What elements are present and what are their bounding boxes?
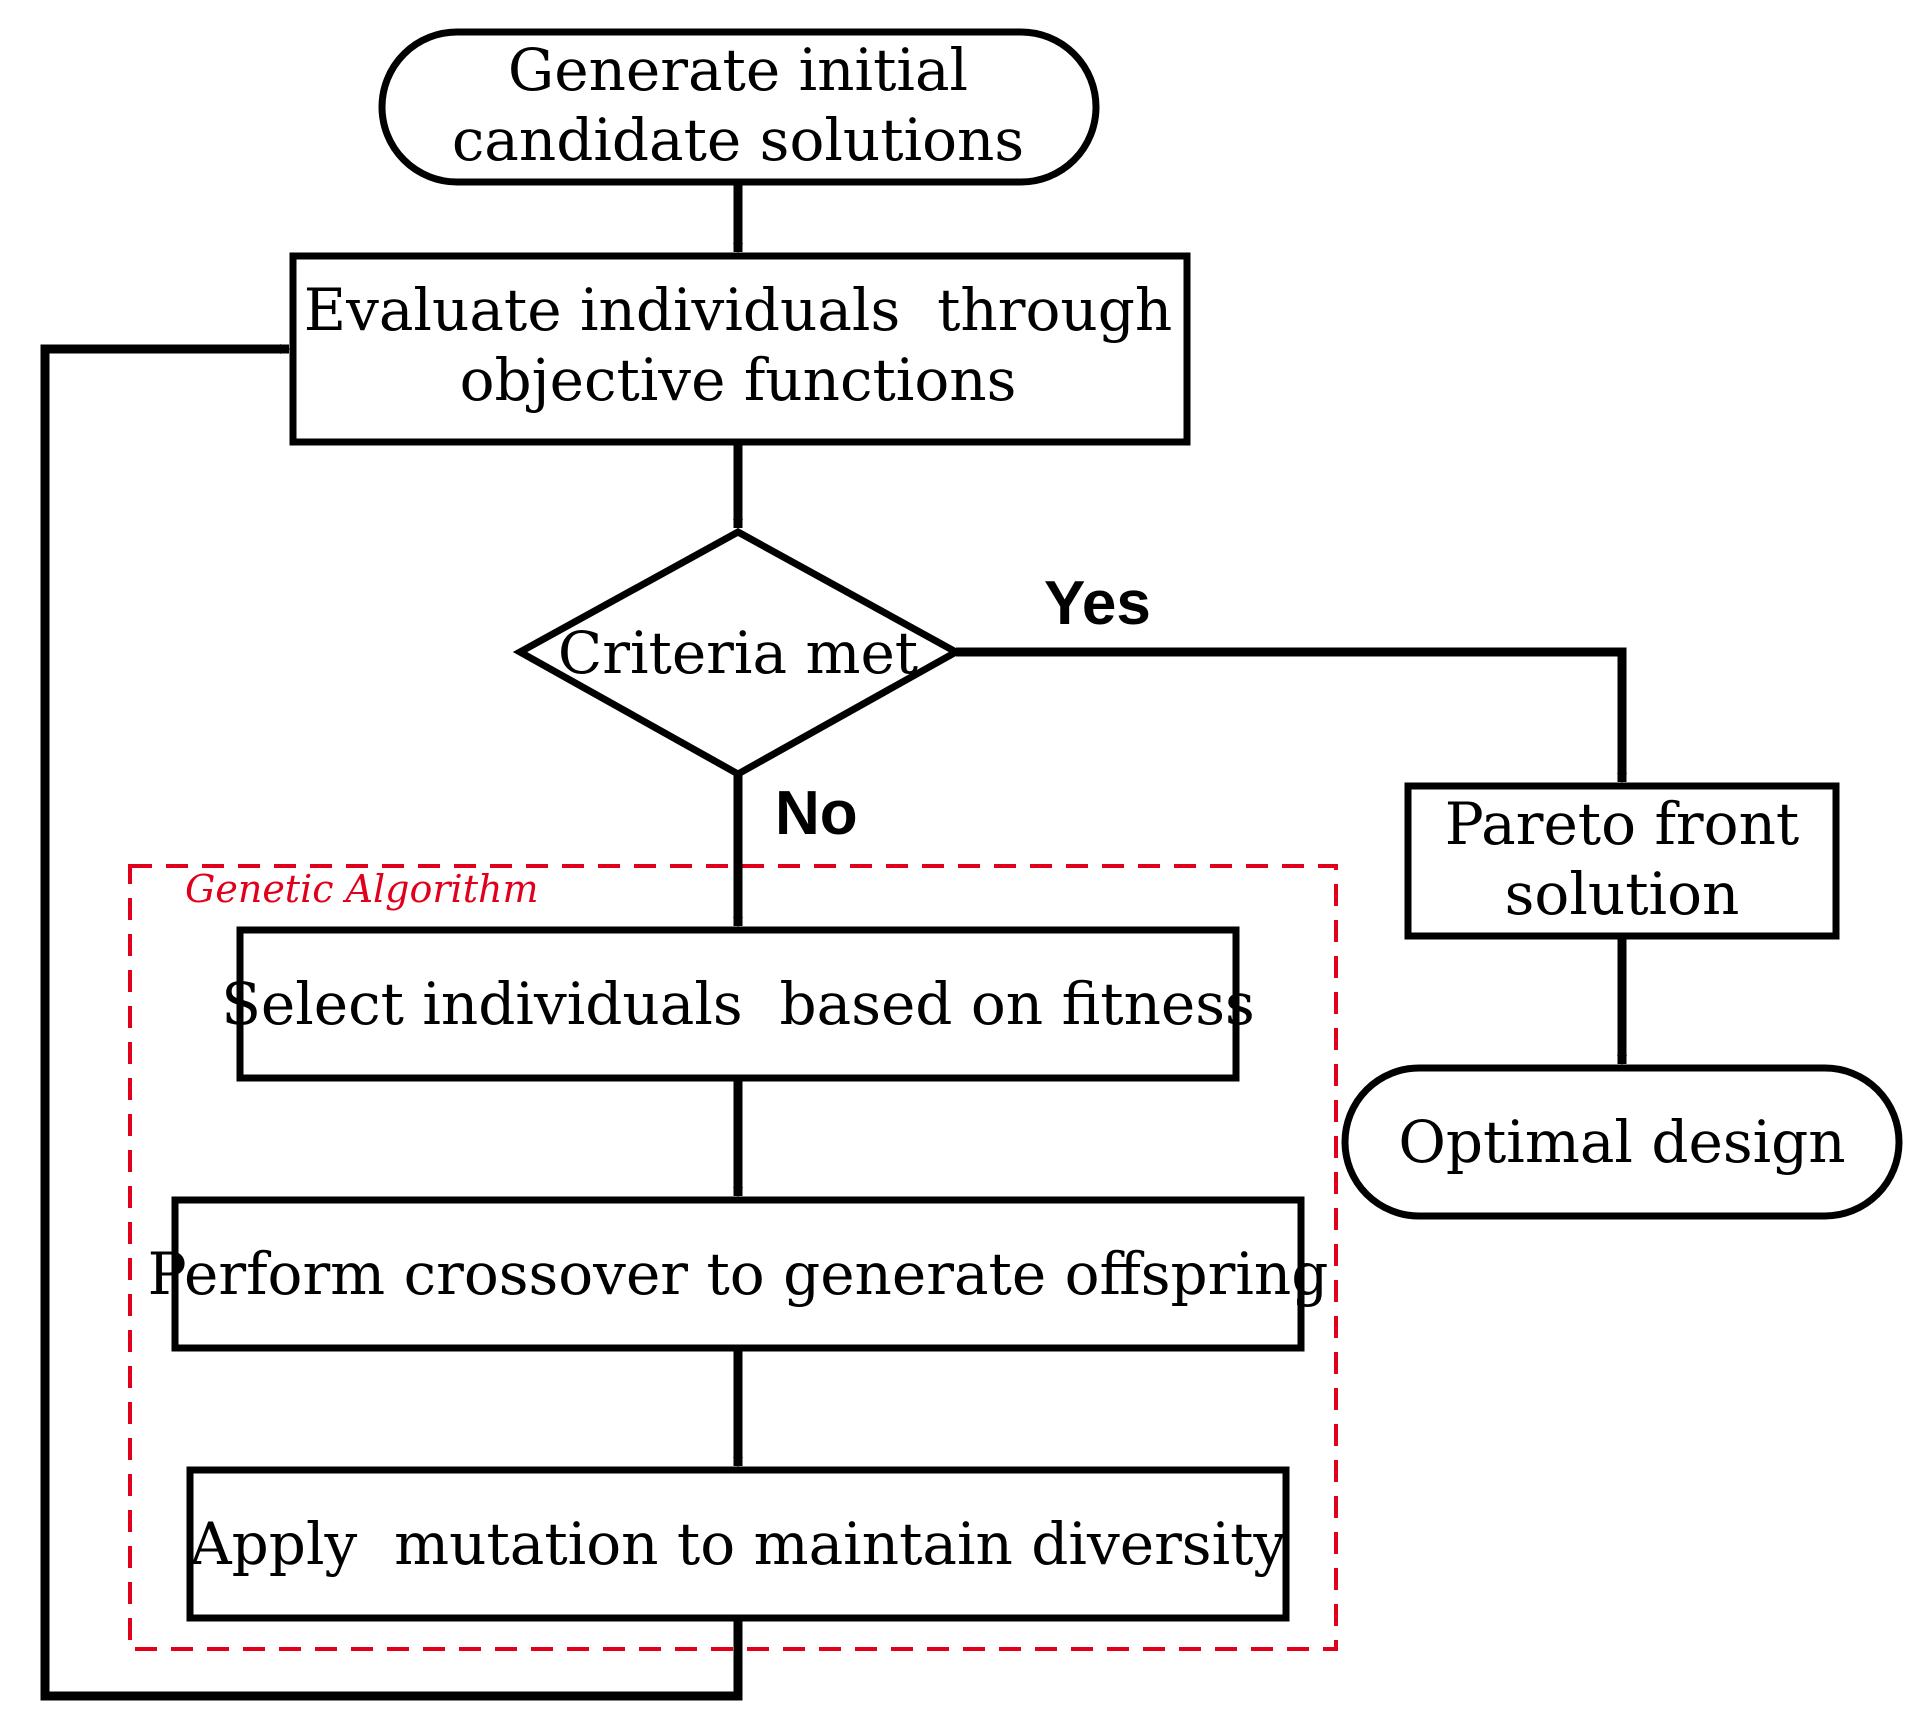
arrow-mutation-loop-to-evaluate [40,344,743,1701]
crossover-process-box [171,1196,1305,1352]
evaluate-process-box [289,252,1191,446]
evaluate-process-label-line2: objective functions [460,346,1017,414]
evaluate-process-label-line1: Evaluate individuals through [304,276,1173,344]
end-terminator-label: Optimal design [1398,1108,1845,1176]
crossover-process-label: Perform crossover to generate offspring [148,1240,1329,1308]
genetic-algorithm-group-box [128,864,1338,1651]
pareto-process-label-line1: Pareto front [1445,790,1800,858]
mutation-process-label: Apply mutation to maintain diversity [189,1510,1287,1578]
end-terminator [1341,1064,1903,1220]
start-terminator-label-line2: candidate solutions [452,106,1024,174]
start-terminator-label-line1: Generate initial [508,36,968,104]
pareto-process-box [1404,782,1840,940]
arrow-decision-yes-to-pareto [956,647,1627,783]
genetic-algorithm-group-label: Genetic Algorithm [185,867,539,911]
no-branch-label: No [775,779,858,848]
criteria-decision-label: Criteria met [558,619,918,687]
select-process-box [236,926,1240,1082]
select-process-label: Select individuals based on fitness [221,970,1255,1038]
yes-branch-label: Yes [1044,569,1151,638]
pareto-process-label-line2: solution [1505,860,1740,928]
